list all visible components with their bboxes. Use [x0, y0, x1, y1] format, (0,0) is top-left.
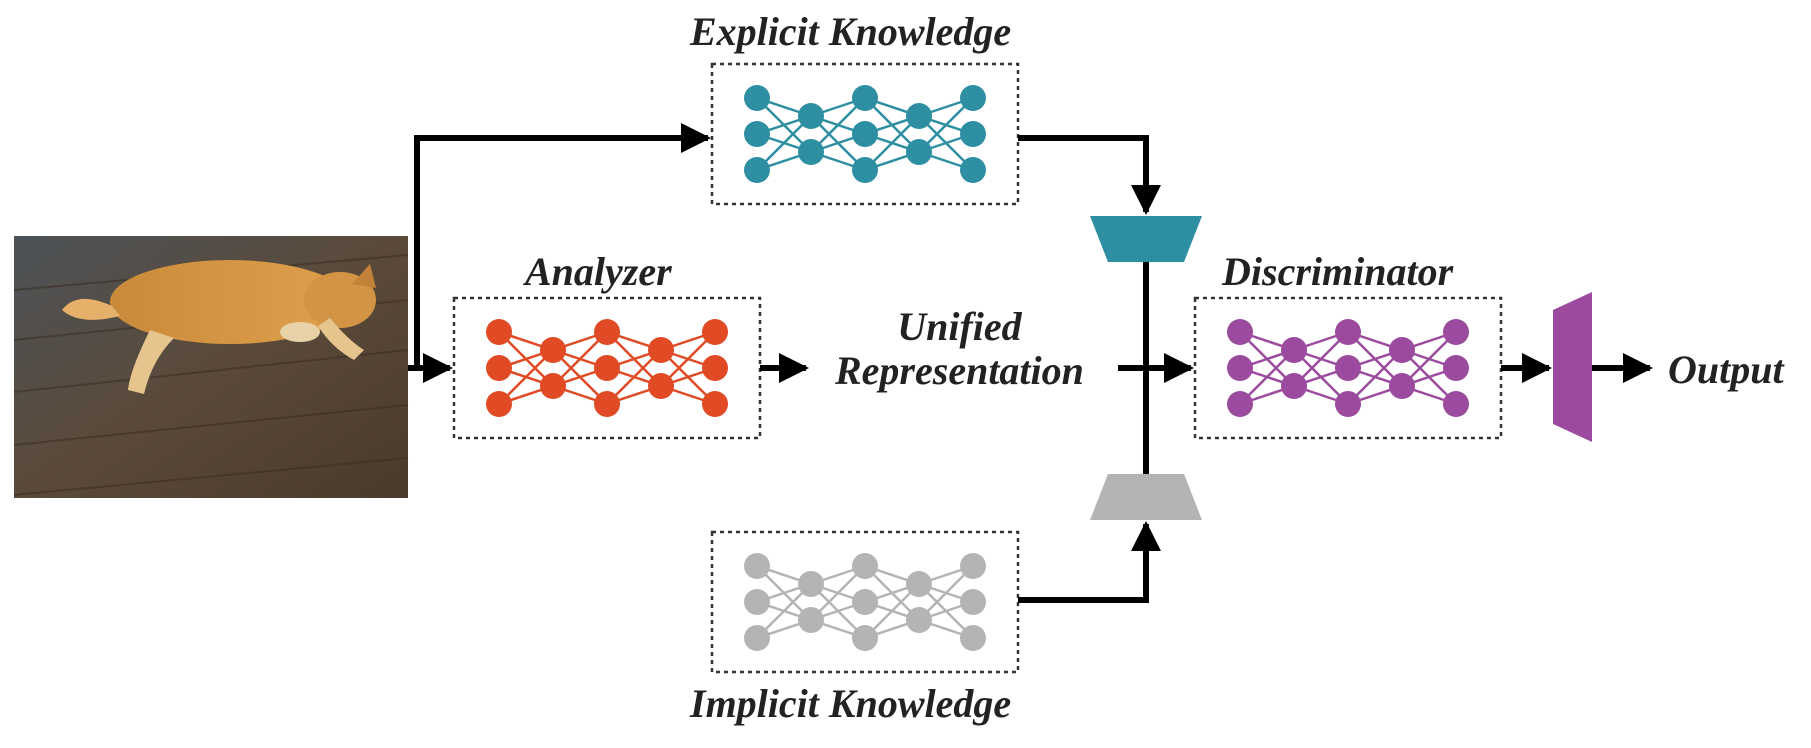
network-node [1335, 355, 1361, 381]
input-image [13, 236, 409, 498]
network-node [744, 553, 770, 579]
network-node [1281, 337, 1307, 363]
network-node [906, 607, 932, 633]
discriminator-network [1193, 296, 1503, 440]
network-node [852, 85, 878, 111]
network-node [960, 157, 986, 183]
analyzer-nodes [486, 319, 728, 417]
implicit-knowledge-label: Implicit Knowledge [690, 681, 1012, 726]
network-node [594, 319, 620, 345]
unified-representation-label: Unified Representation [835, 305, 1084, 393]
image-to-explicit-arrow [414, 123, 711, 368]
network-node [744, 625, 770, 651]
network-node [960, 121, 986, 147]
explicit-network [710, 62, 1020, 206]
network-node [1227, 319, 1253, 345]
network-node [798, 103, 824, 129]
output-label: Output [1668, 347, 1784, 392]
network-node [960, 85, 986, 111]
network-node [1389, 373, 1415, 399]
network-node [1443, 391, 1469, 417]
discriminator-label: Discriminator [1222, 249, 1454, 294]
network-node [540, 373, 566, 399]
network-node [540, 337, 566, 363]
network-node [744, 85, 770, 111]
network-node [1281, 373, 1307, 399]
network-node [906, 139, 932, 165]
network-node [702, 391, 728, 417]
network-node [1389, 337, 1415, 363]
analyzer-label: Analyzer [525, 249, 672, 294]
network-node [702, 319, 728, 345]
network-node [960, 589, 986, 615]
network-node [648, 337, 674, 363]
explicit-nodes [744, 85, 986, 183]
network-node [798, 607, 824, 633]
discriminator-nodes [1227, 319, 1469, 417]
analyzer-network [452, 296, 762, 440]
network-node [744, 121, 770, 147]
network-node [798, 571, 824, 597]
network-node [486, 391, 512, 417]
output-adapter [1553, 292, 1592, 442]
network-node [744, 157, 770, 183]
network-node [852, 157, 878, 183]
implicit-adapter [1090, 474, 1202, 520]
explicit-knowledge-label: Explicit Knowledge [690, 9, 1012, 54]
implicit-nodes [744, 553, 986, 651]
network-node [744, 589, 770, 615]
network-node [594, 355, 620, 381]
network-node [852, 553, 878, 579]
network-node [1443, 355, 1469, 381]
explicit-to-adapter-arrow [1018, 135, 1161, 215]
network-node [1335, 319, 1361, 345]
network-node [486, 355, 512, 381]
network-node [1227, 391, 1253, 417]
network-node [486, 319, 512, 345]
implicit-network [710, 530, 1020, 674]
network-node [852, 121, 878, 147]
network-node [648, 373, 674, 399]
unified-label-line1: Unified [897, 304, 1022, 349]
network-node [702, 355, 728, 381]
network-node [960, 553, 986, 579]
network-node [906, 571, 932, 597]
network-node [852, 625, 878, 651]
network-node [852, 589, 878, 615]
network-node [1227, 355, 1253, 381]
network-node [960, 625, 986, 651]
dog-figure [62, 260, 376, 394]
explicit-adapter [1090, 216, 1202, 262]
implicit-to-adapter-arrow [1018, 521, 1161, 603]
network-node [594, 391, 620, 417]
network-node [1335, 391, 1361, 417]
unified-label-line2: Representation [835, 348, 1084, 393]
network-node [798, 139, 824, 165]
network-node [1443, 319, 1469, 345]
network-node [906, 103, 932, 129]
